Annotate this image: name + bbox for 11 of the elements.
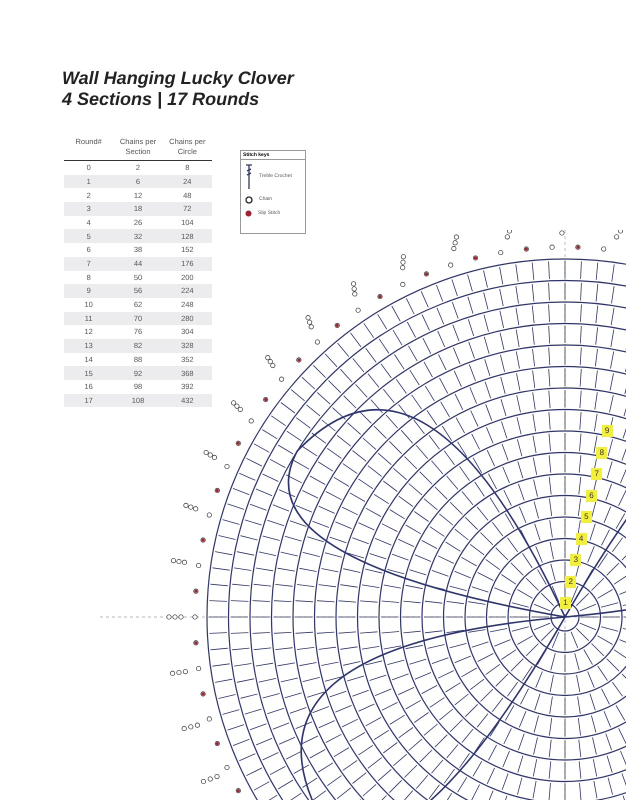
round-number-marker: 4	[576, 532, 587, 544]
round-number-marker: 1	[560, 597, 571, 609]
round-number-marker: 7	[591, 468, 602, 480]
title: Wall Hanging Lucky Clover	[62, 68, 294, 89]
round-number-marker: 3	[570, 554, 582, 566]
round-number-marker: 5	[580, 511, 592, 523]
round-number-marker: 8	[596, 446, 608, 458]
round-number-marker: 9	[602, 425, 613, 437]
subtitle: 4 Sections | 17 Rounds	[62, 89, 260, 110]
round-number-marker: 2	[565, 576, 576, 588]
round-number-marker: 6	[586, 490, 597, 502]
